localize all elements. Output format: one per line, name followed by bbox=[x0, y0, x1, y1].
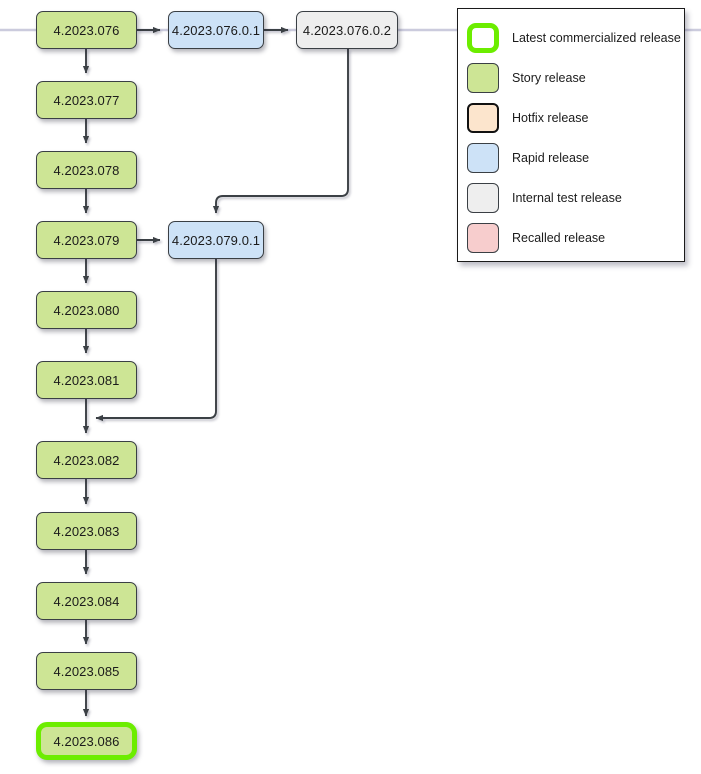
release-node-n07602[interactable]: 4.2023.076.0.2 bbox=[296, 11, 398, 49]
legend-row-internal: Internal test release bbox=[458, 178, 684, 218]
legend-swatch-latest-icon bbox=[467, 23, 499, 53]
legend-swatch-internal-icon bbox=[467, 183, 499, 213]
release-node-n081[interactable]: 4.2023.081 bbox=[36, 361, 137, 399]
legend-label-hotfix: Hotfix release bbox=[512, 111, 589, 125]
release-node-n086[interactable]: 4.2023.086 bbox=[36, 722, 137, 760]
release-node-n078[interactable]: 4.2023.078 bbox=[36, 151, 137, 189]
legend-label-rapid: Rapid release bbox=[512, 151, 590, 165]
legend-label-internal: Internal test release bbox=[512, 191, 622, 205]
legend-label-story: Story release bbox=[512, 71, 586, 85]
release-node-n082[interactable]: 4.2023.082 bbox=[36, 441, 137, 479]
release-node-n07901[interactable]: 4.2023.079.0.1 bbox=[168, 221, 264, 259]
legend-swatch-hotfix-icon bbox=[467, 103, 499, 133]
legend-row-story: Story release bbox=[458, 58, 684, 98]
legend-swatch-rapid-icon bbox=[467, 143, 499, 173]
release-node-n080[interactable]: 4.2023.080 bbox=[36, 291, 137, 329]
edge-076-0-2-to-079-0-1 bbox=[212, 49, 349, 214]
legend-swatch-story-icon bbox=[467, 63, 499, 93]
release-node-n084[interactable]: 4.2023.084 bbox=[36, 582, 137, 620]
release-node-n085[interactable]: 4.2023.085 bbox=[36, 652, 137, 690]
release-node-n079[interactable]: 4.2023.079 bbox=[36, 221, 137, 259]
release-node-n076[interactable]: 4.2023.076 bbox=[36, 11, 137, 49]
release-node-n083[interactable]: 4.2023.083 bbox=[36, 512, 137, 550]
release-node-n07601[interactable]: 4.2023.076.0.1 bbox=[168, 11, 264, 49]
legend-row-latest: Latest commercialized release bbox=[458, 18, 684, 58]
legend-row-hotfix: Hotfix release bbox=[458, 98, 684, 138]
release-node-n077[interactable]: 4.2023.077 bbox=[36, 81, 137, 119]
legend-row-rapid: Rapid release bbox=[458, 138, 684, 178]
legend-label-latest: Latest commercialized release bbox=[512, 31, 681, 45]
legend-label-recalled: Recalled release bbox=[512, 231, 606, 245]
legend-row-recalled: Recalled release bbox=[458, 218, 684, 258]
legend-swatch-recalled-icon bbox=[467, 223, 499, 253]
